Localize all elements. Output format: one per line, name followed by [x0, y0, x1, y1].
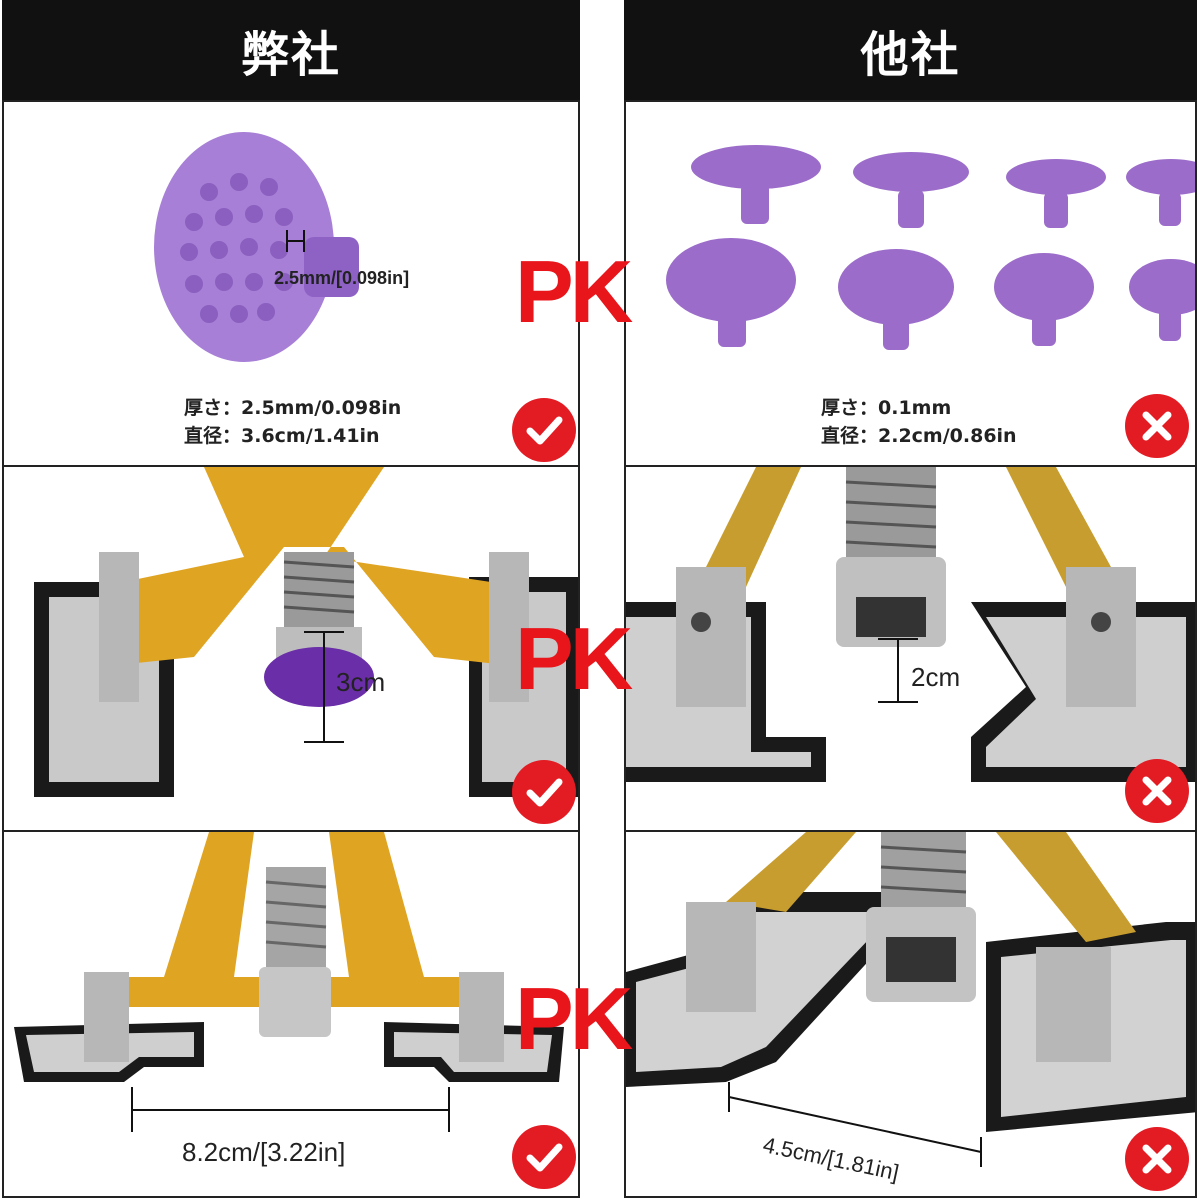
base-illustration-ours: [14, 832, 564, 1132]
pad-illustration: [154, 132, 359, 362]
header-ours: 弊社: [2, 0, 580, 100]
check-icon: [512, 1125, 576, 1189]
base-illustration-others: [626, 832, 1195, 1167]
header-ours-label: 弊社: [240, 27, 341, 83]
dimension-label-ours-height: 3cm: [336, 667, 386, 697]
panel-ours-puller: 3cm: [2, 465, 580, 832]
dimension-label-ours-pad: 2.5mm/[0.098in]: [274, 268, 410, 288]
puller-illustration-others: [626, 467, 1195, 782]
thickness-others: 厚さ：0.1mm: [821, 397, 952, 419]
panel-ours-base: 8.2cm/[3.22in]: [2, 830, 580, 1198]
spec-ours: 厚さ：2.5mm/0.098in 直径：3.6cm/1.41in: [184, 394, 401, 450]
panel-ours-pad: 2.5mm/[0.098in] 厚さ：2.5mm/0.098in 直径：3.6c…: [2, 100, 580, 467]
watermark-logo: PK: [515, 242, 633, 341]
pads-illustration: [666, 145, 1195, 350]
header-others: 他社: [624, 0, 1197, 100]
dimension-label-others-height: 2cm: [911, 662, 961, 692]
spec-others: 厚さ：0.1mm 直径：2.2cm/0.86in: [821, 394, 1017, 450]
header-others-label: 他社: [860, 27, 961, 83]
diameter-ours: 直径：3.6cm/1.41in: [184, 425, 380, 447]
panel-others-puller: 2cm: [624, 465, 1197, 832]
panel-others-base: 4.5cm/[1.81in]: [624, 830, 1197, 1198]
cross-icon: [1125, 1127, 1189, 1191]
watermark-logo: PK: [515, 969, 633, 1068]
watermark-logo: PK: [515, 609, 633, 708]
check-icon: [512, 398, 576, 462]
panel-others-pads: 厚さ：0.1mm 直径：2.2cm/0.86in: [624, 100, 1197, 467]
cross-icon: [1125, 759, 1189, 823]
dimension-label-ours-width: 8.2cm/[3.22in]: [182, 1137, 346, 1167]
cross-icon: [1125, 394, 1189, 458]
thickness-ours: 厚さ：2.5mm/0.098in: [184, 397, 402, 419]
puller-illustration-ours: [34, 467, 578, 797]
check-icon: [512, 760, 576, 824]
diameter-others: 直径：2.2cm/0.86in: [821, 425, 1017, 447]
